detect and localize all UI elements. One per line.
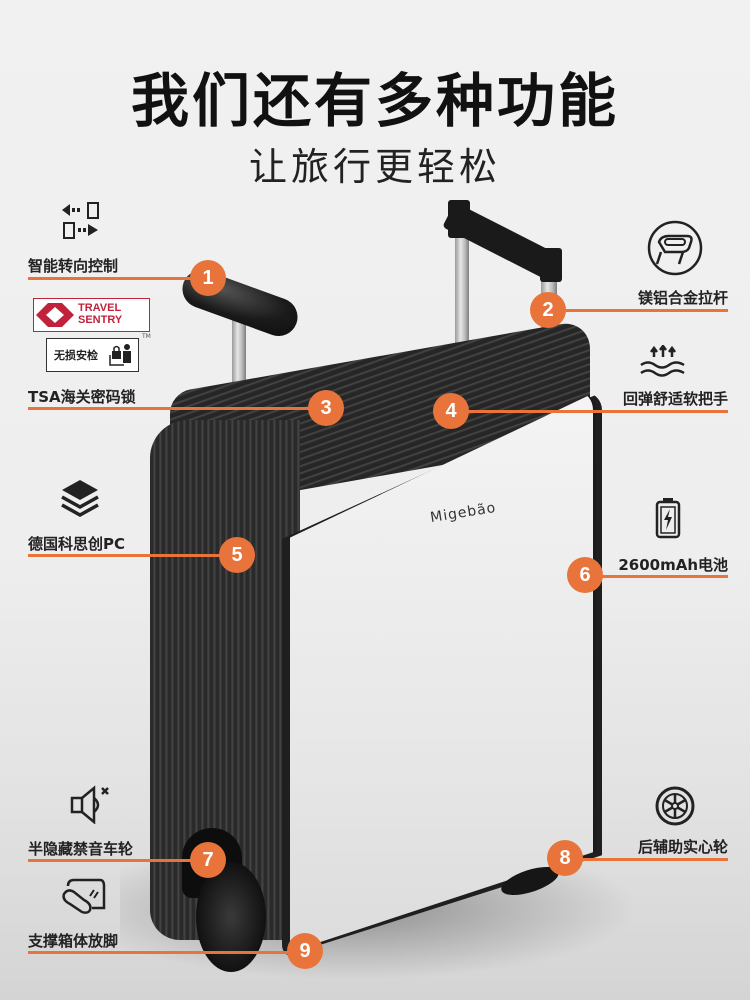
inspection-label: 无损安检 [54, 349, 98, 362]
battery-charging-icon [655, 497, 681, 543]
feature-8-line [580, 858, 728, 861]
feature-3-line [28, 407, 313, 410]
feature-2-line [560, 309, 728, 312]
feature-1-line [28, 277, 198, 280]
feature-8-label: 后辅助实心轮 [637, 838, 728, 856]
ts-line2: SENTRY [78, 314, 123, 326]
travel-sentry-text: TRAVEL SENTRY [78, 302, 122, 326]
feature-7-label: 半隐藏禁音车轮 [28, 840, 134, 858]
steering-arrows-icon [60, 202, 102, 244]
feature-9-label: 支撑箱体放脚 [28, 932, 119, 950]
feature-9-line [28, 951, 298, 954]
trademark: TM [142, 333, 151, 340]
page-title: 我们还有多种功能 [130, 67, 619, 135]
feature-6-badge: 6 [567, 557, 603, 593]
travel-sentry-diamond-icon [36, 301, 74, 329]
feature-5-label: 德国科思创PC [28, 535, 126, 553]
feature-8-badge: 8 [547, 840, 583, 876]
inspector-lock-icon [108, 341, 134, 371]
feature-1-label: 智能转向控制 [28, 257, 119, 275]
feature-6-line [600, 575, 728, 578]
feature-3-label: TSA海关密码锁 [28, 388, 136, 406]
foot-support-icon [60, 878, 108, 920]
feature-3-badge: 3 [308, 390, 344, 426]
layers-icon [58, 478, 102, 522]
feature-5-line [28, 554, 228, 557]
feature-7-line [28, 859, 208, 862]
rebound-waves-icon [638, 343, 688, 383]
feature-2-badge: 2 [530, 292, 566, 328]
ts-line1: TRAVEL [78, 302, 122, 314]
feature-6-label: 2600mAh电池 [618, 556, 728, 574]
mute-speaker-icon [70, 784, 112, 828]
handle-bar-icon [647, 220, 703, 280]
feature-7-badge: 7 [190, 842, 226, 878]
front-wheel [196, 862, 266, 972]
feature-5-badge: 5 [219, 537, 255, 573]
page-subtitle: 让旅行更轻松 [248, 145, 501, 189]
feature-4-line [465, 410, 728, 413]
feature-1-badge: 1 [190, 260, 226, 296]
feature-4-badge: 4 [433, 393, 469, 429]
feature-4-label: 回弹舒适软把手 [622, 390, 728, 408]
wheel-icon [655, 786, 695, 830]
feature-2-label: 镁铝合金拉杆 [637, 289, 728, 307]
feature-9-badge: 9 [287, 933, 323, 969]
